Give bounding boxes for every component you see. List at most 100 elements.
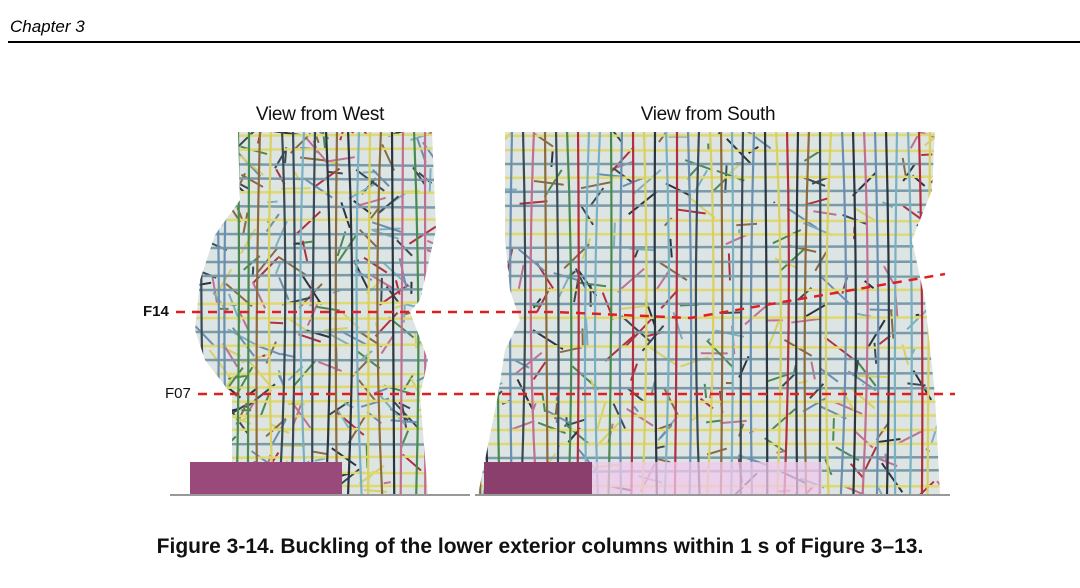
structure-member [418,327,436,339]
exterior-column [873,132,880,495]
exterior-column [673,132,679,495]
exterior-column [376,132,384,495]
structure-member [422,316,431,334]
floor-beam [195,288,436,292]
structure-member [786,207,818,230]
exterior-column [267,132,274,495]
exterior-column [763,132,769,495]
structure-member [612,222,616,249]
structure-member [485,378,494,394]
structure-member [909,134,919,149]
exterior-column [694,132,701,495]
floor-marker-lines [176,272,955,396]
exterior-column [917,132,924,495]
structure-member [277,255,308,277]
chapter-header: Chapter 3 [10,17,85,36]
floor-beam [195,442,436,446]
structure-member [274,263,282,274]
structure-member [373,387,388,395]
floor-beam [478,357,940,362]
exterior-column [893,132,899,495]
structure-member [532,361,547,380]
structure-member [183,305,191,310]
structure-member [488,170,504,199]
structure-member [923,292,940,324]
structure-member [599,132,623,143]
floor-beam [195,260,436,264]
structure-member [509,420,535,431]
structure-member [930,163,940,184]
exterior-column [906,132,913,495]
structure-member [350,132,368,136]
structure-member [580,181,611,190]
exterior-column [565,132,573,495]
structure-member [720,419,747,425]
structure-member [616,267,645,293]
structure-member [802,303,827,319]
west-ground-block [190,462,342,495]
structure-member [203,181,213,208]
structure-member [574,268,587,290]
structure-member [576,281,607,288]
floor-beam [195,455,436,460]
floor-beam [195,427,436,432]
structure-member [340,330,368,346]
structure-member [195,209,208,213]
structure-member [703,383,708,399]
structure-member [242,212,249,236]
structure-member [206,146,214,159]
exterior-column [861,132,869,495]
exterior-column [554,132,560,495]
exterior-column [630,132,635,495]
structure-member [220,132,240,137]
structure-member [229,153,237,166]
floor-beam [195,301,436,306]
structure-member [487,262,492,277]
structure-member [626,407,654,427]
view-title-west: View from West [255,104,385,125]
exterior-column [818,132,822,495]
structure-member [199,141,229,146]
structure-member [863,446,878,471]
structure-member [564,418,586,427]
structure-member [725,233,749,246]
structure-member [210,150,235,181]
exterior-column [774,132,782,495]
structure-member [659,424,673,440]
structure-member [195,325,216,348]
structure-member [195,256,198,263]
structure-member [207,172,221,200]
structure-member [936,186,940,210]
structure-member [937,292,940,317]
floor-beam [478,371,940,376]
structure-member [657,458,671,464]
structure-member [197,180,224,213]
exterior-column [663,132,671,495]
exterior-column [618,132,624,495]
floor-beam [195,273,436,278]
header-rule [8,41,1080,43]
structure-member [314,457,326,462]
structure-member [361,350,373,361]
structure-member [324,132,355,134]
exterior-column [593,132,602,495]
south-view-image [478,132,940,495]
structure-member [533,180,564,186]
structure-member [834,401,863,415]
structure-member [431,467,436,484]
structure-member [231,106,238,131]
structure-member [179,245,190,265]
exterior-column [749,132,756,495]
structure-member [665,182,692,197]
structure-member [706,339,735,369]
structure-member [371,221,402,233]
structure-member [712,178,727,192]
exterior-column [324,132,332,495]
structure-member [656,445,665,450]
structure-member [857,374,887,378]
structure-member [514,351,543,375]
structure-member [348,181,378,200]
structure-member [782,492,798,495]
structure-member [201,183,226,191]
